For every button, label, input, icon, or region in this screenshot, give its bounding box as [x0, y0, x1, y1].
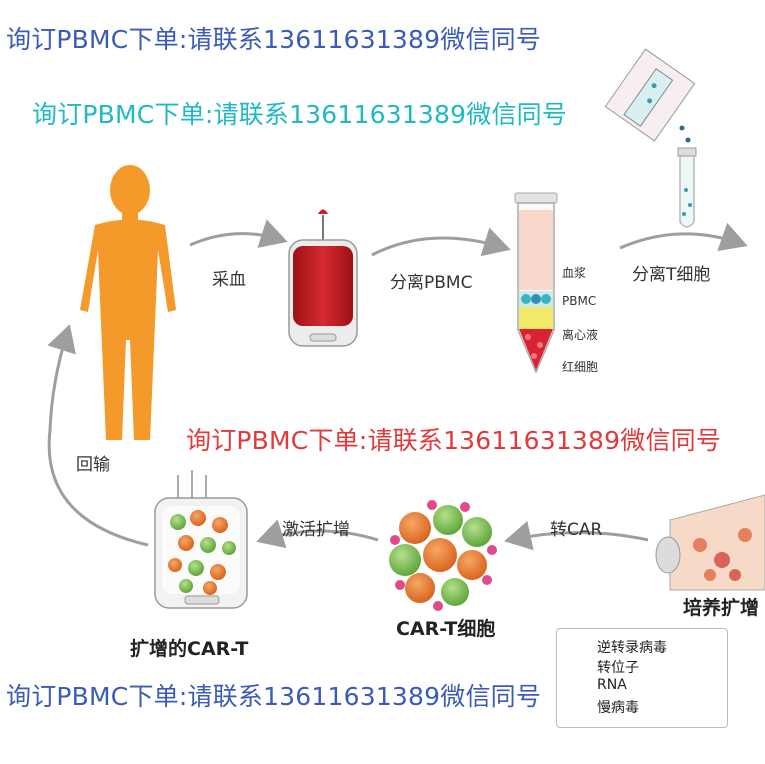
expanded-bag — [154, 470, 248, 609]
arrow-transduce — [504, 520, 649, 551]
tube-layer-pbmc: PBMC — [562, 294, 597, 308]
tube-layer-rbc: 红细胞 — [562, 360, 599, 374]
watermark-text: 询订PBMC下单:请联系13611631389微信同号 — [186, 426, 722, 455]
caption-expanded: 扩增的CAR-T — [130, 638, 249, 660]
legend-box: 逆转录病毒 转位子 RNA 慢病毒 — [556, 628, 728, 728]
watermark-text: 询订PBMC下单:请联系13611631389微信同号 — [6, 25, 542, 54]
arrow-blood-draw — [189, 219, 288, 248]
watermark-text: 询订PBMC下单:请联系13611631389微信同号 — [6, 682, 542, 711]
car-t-cluster — [389, 500, 497, 611]
pipette-tube — [604, 48, 697, 228]
step-transduce-label: 转CAR — [550, 520, 603, 540]
arrow-pbmc — [371, 227, 511, 257]
step-activate-label: 激活扩增 — [282, 520, 350, 540]
tube-layer-medium: 离心液 — [562, 328, 599, 342]
culture-flask — [655, 494, 765, 591]
legend-rna: RNA — [597, 677, 627, 693]
legend-lentivirus: 慢病毒 — [597, 700, 639, 716]
legend-transposon: 转位子 — [597, 660, 639, 676]
caption-car-t: CAR-T细胞 — [396, 618, 496, 640]
arrow-t-cell — [619, 222, 748, 252]
arrow-reinfuse — [47, 324, 149, 547]
tube-layer-plasma: 血浆 — [562, 266, 587, 280]
step-isolate-t-label: 分离T细胞 — [632, 265, 711, 285]
watermark-text: 询订PBMC下单:请联系13611631389微信同号 — [32, 100, 568, 129]
flow-arrows — [47, 219, 748, 551]
step-isolate-pbmc-label: 分离PBMC — [390, 273, 473, 293]
person-figure — [80, 165, 176, 440]
step-reinfuse-label: 回输 — [76, 455, 110, 475]
centrifuge-tube — [514, 192, 558, 374]
blood-bag — [288, 209, 358, 347]
step-blood-draw-label: 采血 — [212, 270, 246, 290]
caption-culture: 培养扩增 — [683, 597, 760, 619]
legend-retrovirus: 逆转录病毒 — [597, 640, 667, 656]
arrow-activate — [256, 519, 379, 549]
